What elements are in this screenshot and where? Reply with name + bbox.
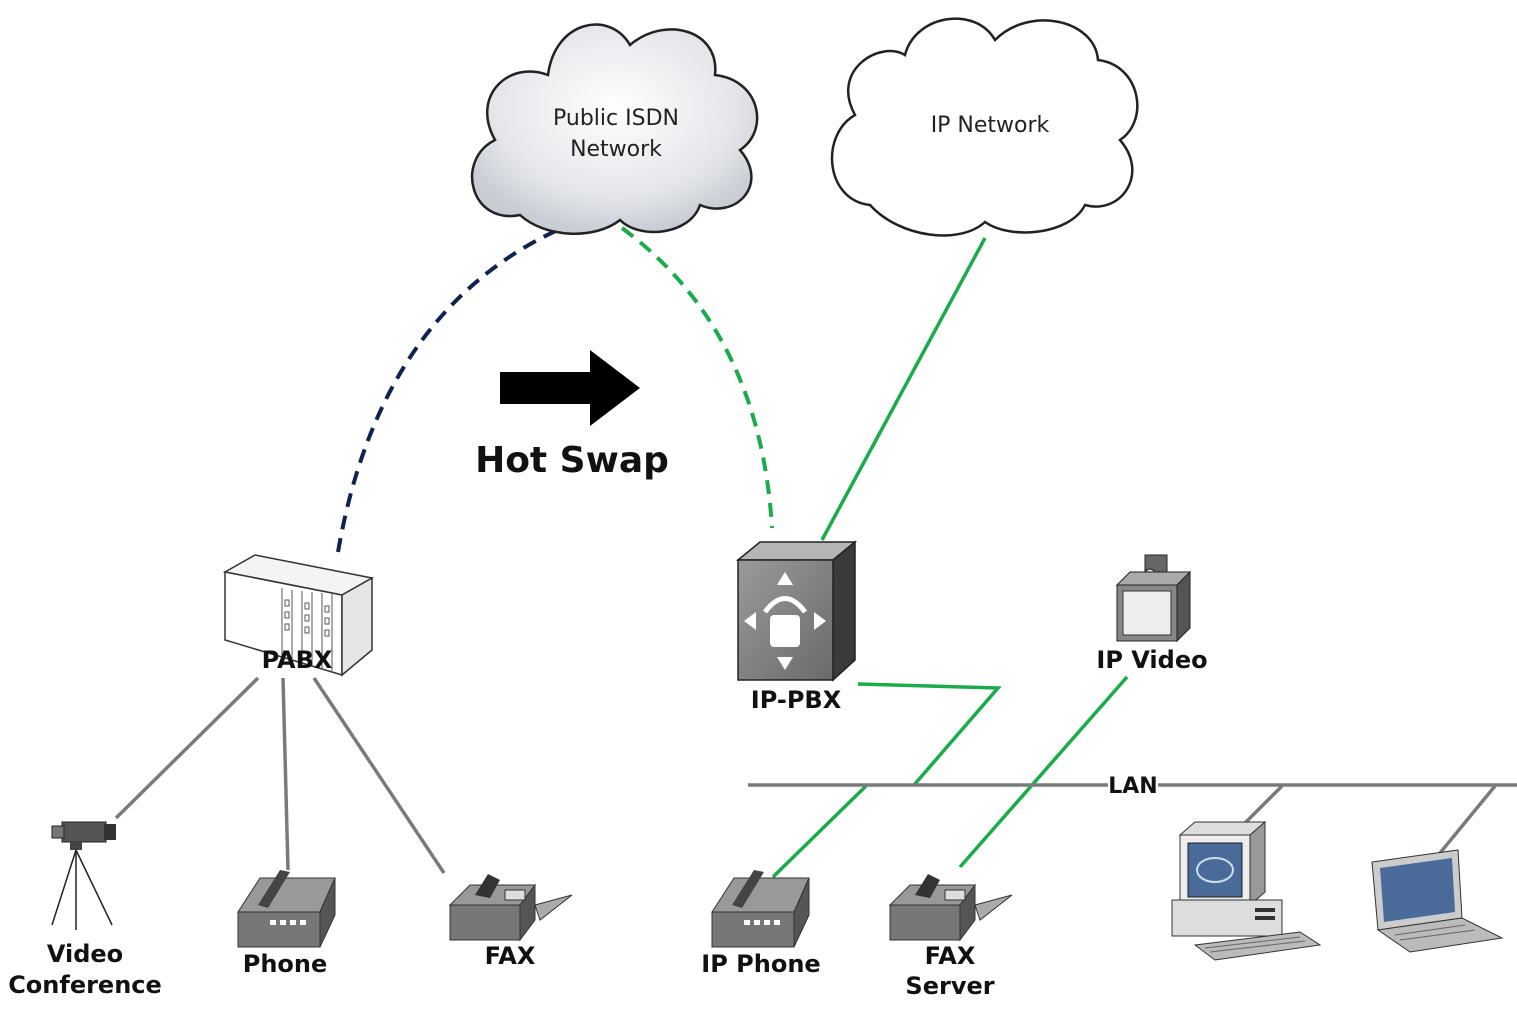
video-conference-label-line2: Conference bbox=[8, 971, 162, 999]
phone-handset-icon bbox=[744, 572, 826, 670]
hot-swap-arrow: Hot Swap bbox=[475, 350, 669, 481]
video-camera-icon bbox=[51, 821, 116, 930]
phone-icon bbox=[237, 870, 336, 948]
phone-node: Phone bbox=[237, 870, 336, 978]
ip-network-cloud: IP Network bbox=[830, 17, 1139, 237]
ipphone-node: IP Phone bbox=[701, 870, 821, 978]
pabx-video-link bbox=[114, 676, 260, 820]
ippbx-ipnetwork-link bbox=[820, 237, 987, 541]
phone-label: Phone bbox=[243, 950, 328, 978]
ipvideo-node: IP Video bbox=[1096, 554, 1208, 674]
faxserver-node: FAX Server bbox=[888, 874, 1013, 1000]
ipvideo-label: IP Video bbox=[1096, 646, 1207, 674]
pabx-isdn-link bbox=[336, 226, 563, 553]
isdn-cloud-label-line2: Network bbox=[570, 137, 662, 162]
ipvideo-faxserver-link bbox=[958, 675, 1129, 869]
lan-label: LAN bbox=[1108, 774, 1157, 799]
ipphone-label: IP Phone bbox=[701, 950, 820, 978]
pabx-rack-icon bbox=[281, 588, 333, 671]
ippbx-node: IP-PBX bbox=[735, 540, 858, 714]
ip-phone-icon bbox=[711, 870, 810, 948]
pabx-fax-link bbox=[312, 677, 446, 874]
laptop-node bbox=[1371, 849, 1504, 953]
fax-server-icon bbox=[888, 874, 1013, 942]
ippbx-label: IP-PBX bbox=[751, 686, 842, 714]
fax-node: FAX bbox=[448, 874, 573, 970]
laptop-icon bbox=[1371, 849, 1504, 953]
lan-desktop-link bbox=[1240, 784, 1284, 828]
faxserver-label-line1: FAX bbox=[925, 942, 976, 970]
fax-label: FAX bbox=[485, 942, 536, 970]
video-conference-label-line1: Video bbox=[47, 940, 123, 968]
pabx-label: PABX bbox=[262, 646, 333, 674]
faxserver-label-line2: Server bbox=[905, 972, 994, 1000]
desktop-computer-icon bbox=[1171, 820, 1322, 961]
ippbx-lan-link bbox=[857, 682, 1002, 787]
video-conference-node: Video Conference bbox=[8, 821, 162, 999]
ippbx-isdn-link bbox=[620, 226, 774, 529]
isdn-cloud-label-line1: Public ISDN bbox=[553, 106, 679, 131]
ip-cloud-label: IP Network bbox=[931, 113, 1050, 138]
lan-laptop-link bbox=[1438, 784, 1497, 855]
lan-label-group: LAN bbox=[1108, 773, 1158, 799]
arrow-right-icon bbox=[500, 350, 640, 426]
fax-icon bbox=[448, 874, 573, 942]
desktop-computer-node bbox=[1171, 820, 1322, 961]
ipphone-lan-link bbox=[771, 784, 868, 879]
hot-swap-label: Hot Swap bbox=[475, 440, 669, 481]
pabx-phone-link bbox=[281, 677, 290, 871]
pabx-node: PABX bbox=[222, 554, 375, 677]
public-isdn-cloud: Public ISDN Network bbox=[470, 23, 759, 235]
